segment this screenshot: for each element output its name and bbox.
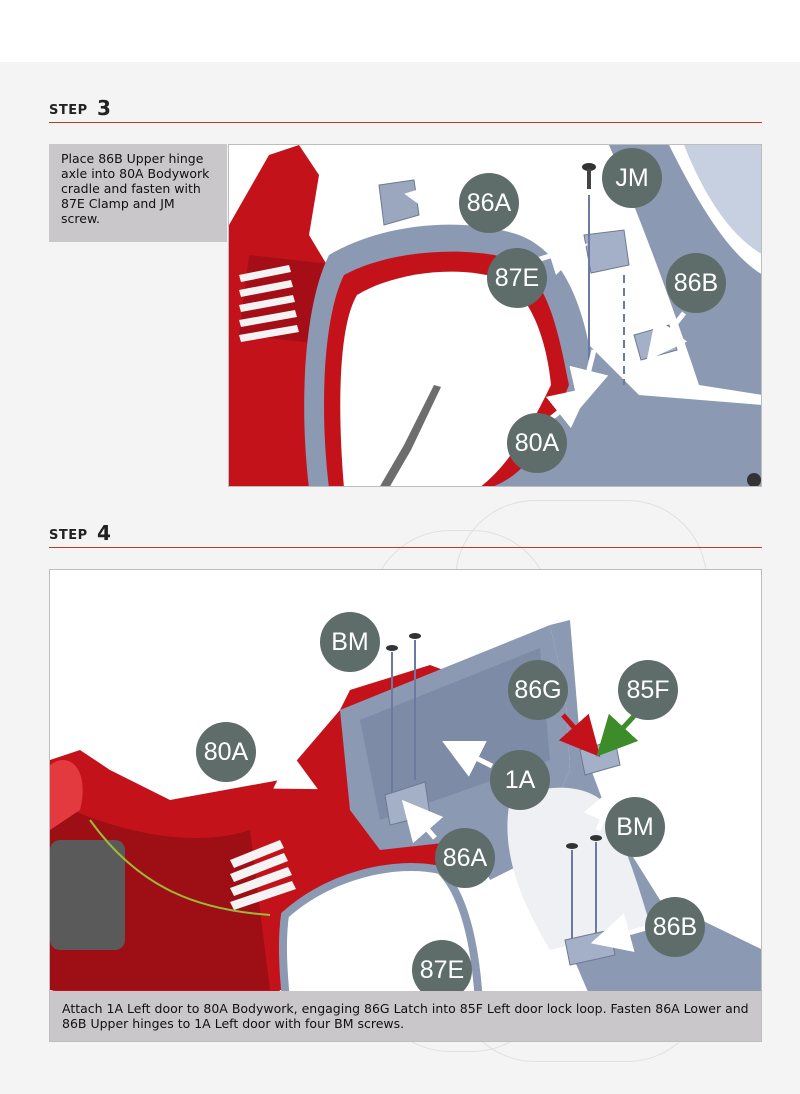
step-4-number: 4 [97,521,111,545]
callout-86g: 86G [508,660,568,720]
callout-87e: 87E [412,940,472,1000]
callout-jm: JM [602,148,662,208]
callout-87e: 87E [487,248,547,308]
step-3-drawing [229,145,761,486]
callout-86b: 86B [645,897,705,957]
callout-bm-top: BM [320,612,380,672]
step-3-number: 3 [97,96,111,120]
step-4-instruction-text: Attach 1A Left door to 80A Bodywork, eng… [62,1001,749,1031]
callout-86a: 86A [459,173,519,233]
callout-86b: 86B [666,253,726,313]
door-opening [340,271,551,486]
step-4-header: STEP 4 [49,521,762,548]
step-4-illustration: BM 86G 85F 80A 1A BM 86A 86B 87E Attach … [49,569,762,1042]
step-3-header: STEP 3 [49,96,762,123]
screw-jm [582,163,625,385]
step-3-illustration: JM 86A 87E 86B 80A [228,144,762,487]
step-4-word: STEP [49,528,88,543]
latch-86g [579,739,621,776]
callout-80a: 80A [507,413,567,473]
motor [50,840,125,950]
callout-80a: 80A [196,722,256,782]
vent-grille [230,840,296,910]
page-top-band [0,0,800,62]
callout-86a: 86A [435,828,495,888]
step-3-instruction: Place 86B Upper hinge axle into 80A Body… [49,144,227,242]
callout-1a: 1A [490,750,550,810]
vent-grille [239,265,299,342]
step-3-word: STEP [49,103,88,118]
callout-85f: 85F [618,660,678,720]
step-3-instruction-text: Place 86B Upper hinge axle into 80A Body… [61,151,210,226]
hinge-86a [378,179,420,226]
clamp-87e [583,229,630,274]
callout-bm-right: BM [605,797,665,857]
step-4-instruction: Attach 1A Left door to 80A Bodywork, eng… [50,991,761,1041]
